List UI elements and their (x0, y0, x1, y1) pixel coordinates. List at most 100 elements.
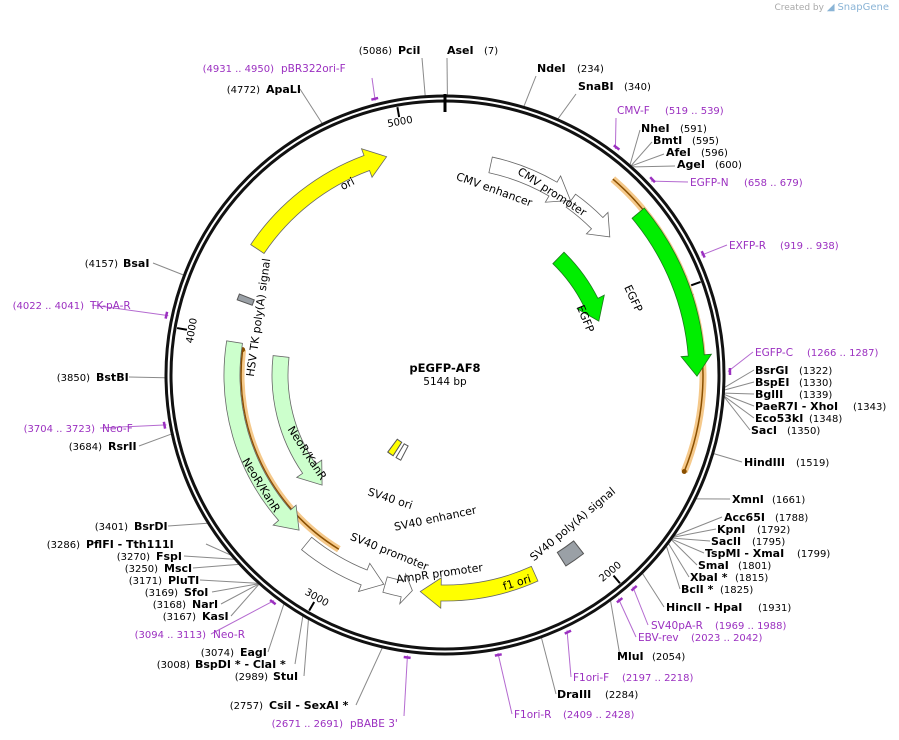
enzyme-leader-tspmi-xmai (671, 538, 705, 554)
feature-f1-ori-6[interactable] (419, 565, 539, 609)
primer-mark-ebv-rev (616, 597, 624, 604)
enzyme-leader-paer7i-xhoi (724, 394, 755, 407)
enzyme-leader-nari (220, 583, 259, 605)
enzyme-name-bstbi: BstBI (96, 371, 129, 384)
orf-tip-0 (681, 469, 687, 475)
enzyme-pos-rsrii: (3684) (69, 442, 102, 453)
enzyme-pos-sacii: (1795) (752, 537, 785, 548)
primer-name-pbr322ori-f: pBR322ori-F (281, 63, 346, 75)
enzyme-name-sfoi: SfoI (184, 586, 208, 599)
enzyme-name-bsai: BsaI (123, 257, 149, 270)
enzyme-leader-bstbi (128, 376, 166, 379)
enzyme-leader-agei (632, 165, 676, 168)
enzyme-name-draiii: DraIII (557, 688, 591, 701)
enzyme-leader-afei (631, 153, 665, 167)
enzyme-leader-rsrii (138, 433, 172, 447)
primer-mark-pbabe-3 (403, 655, 411, 660)
enzyme-name-ndei: NdeI (537, 62, 566, 75)
tick-label-4000: 4000 (185, 317, 200, 344)
feature-label-cmv-promoter: CMV promoter (515, 165, 589, 219)
enzyme-leader-pcii (421, 57, 426, 96)
primer-mark-cmv-f (613, 144, 621, 151)
feature-sv40-poly-a-signal-5[interactable] (556, 540, 585, 567)
feature-label-f1-ori: f1 ori (501, 572, 532, 593)
enzyme-leader-snabi (557, 93, 577, 120)
enzyme-pos-pluti: (3171) (129, 576, 162, 587)
enzyme-pos-fspi: (3270) (117, 552, 150, 563)
plasmid-name: pEGFP-AF8 (409, 361, 480, 375)
feature-cmv-promoter-2[interactable] (565, 193, 611, 238)
primer-leader-f1ori-r (497, 652, 513, 715)
feature-sv40-ori-9[interactable] (387, 438, 403, 457)
enzyme-pos-pflfi-tth111i: (3286) (47, 540, 80, 551)
enzyme-leader-bcli (666, 546, 681, 590)
enzyme-name-bglii: BglII (755, 388, 783, 401)
feature-cmv-enhancer-1[interactable] (488, 156, 572, 203)
enzyme-name-pflfi-tth111i: PflFI - Tth111I (86, 538, 174, 551)
enzyme-name-bsrdi: BsrDI (134, 520, 168, 533)
enzyme-pos-asei: (7) (484, 46, 498, 57)
enzyme-leader-bsai (152, 262, 184, 276)
enzyme-name-xmni: XmnI (732, 493, 764, 506)
feature-egfp-3[interactable] (631, 207, 713, 377)
primer-pos-neo-f: (3704 .. 3723) (24, 424, 96, 435)
feature-label-hsv-tk-polya: HSV TK poly(A) signal (244, 258, 273, 378)
primer-leader-exfp-r (701, 244, 728, 256)
feature-ampr-promoter-7[interactable] (382, 572, 413, 606)
primer-mark-neo-r (269, 599, 277, 606)
tick-label-2000: 2000 (597, 560, 624, 585)
enzyme-leader-eagi (267, 603, 285, 653)
enzyme-name-stui: StuI (273, 670, 298, 683)
enzyme-name-saci: SacI (751, 424, 777, 437)
enzyme-pos-nhei: (591) (680, 124, 707, 135)
feature-neor-kanr-12[interactable] (271, 355, 323, 486)
primer-pos-egfp-c: (1266 .. 1287) (807, 348, 879, 359)
tick-4000 (176, 327, 188, 331)
feature-hsv-tk-poly-a-signal-13[interactable] (236, 293, 255, 306)
enzyme-name-eagi: EagI (240, 646, 267, 659)
primer-pos-cmv-f: (519 .. 539) (665, 106, 724, 117)
enzyme-name-nhei: NheI (641, 122, 670, 135)
tick-2000 (612, 574, 621, 584)
enzyme-leader-draiii (540, 637, 557, 695)
enzyme-pos-bstbi: (3850) (57, 373, 90, 384)
enzyme-name-hindiii: HindIII (744, 456, 785, 469)
tick-1000 (690, 280, 701, 287)
primer-leader-cmv-f (614, 117, 617, 150)
enzyme-leader-bsrdi (167, 522, 208, 527)
enzyme-pos-paer7i-xhoi: (1343) (853, 402, 886, 413)
site-labels: (5086) PciI AseI (7) NdeI (234) SnaBI (3… (13, 44, 887, 730)
feature-egfp-4[interactable] (552, 251, 605, 322)
enzyme-name-eco53ki: Eco53kI (755, 412, 803, 425)
primer-leader-pbabe-3 (403, 655, 408, 717)
enzyme-name-kasi: KasI (202, 610, 229, 623)
feature-arrows (223, 148, 713, 609)
feature-ori-0[interactable] (250, 148, 388, 255)
enzyme-leader-eco53ki (723, 395, 755, 419)
snapgene-logo-icon: ◢ (826, 2, 835, 13)
feature-sv40-promoter-8[interactable] (300, 536, 385, 593)
primer-leader-egfp-n (651, 180, 689, 183)
enzyme-pos-hincii-hpai: (1931) (758, 603, 791, 614)
tick-5000 (396, 107, 401, 118)
enzyme-name-bmti: BmtI (653, 134, 682, 147)
enzyme-name-snabi: SnaBI (578, 80, 614, 93)
primer-leader-pbr322ori-f (371, 77, 376, 101)
enzyme-pos-nari: (3168) (153, 600, 186, 611)
primer-mark-sv40pa-r (630, 584, 638, 592)
enzyme-name-paer7i-xhoi: PaeR7I - XhoI (755, 400, 838, 413)
enzyme-name-mlui: MluI (617, 650, 644, 663)
enzyme-pos-bsrdi: (3401) (95, 522, 128, 533)
primer-leader-egfp-c (727, 351, 754, 372)
tick-label-5000: 5000 (387, 115, 414, 130)
enzyme-leader-acc65i (673, 516, 723, 537)
enzyme-name-kpni: KpnI (717, 523, 745, 536)
enzyme-leader-stui (303, 619, 309, 677)
feature-neor-kanr-11[interactable] (223, 340, 300, 531)
feature-sv40-enhancer-10[interactable] (395, 443, 409, 461)
enzyme-leader-mlui (610, 600, 621, 657)
map-center-label: pEGFP-AF8 5144 bp (409, 361, 480, 388)
enzyme-leader-csii-sexai (355, 647, 383, 706)
enzyme-leader-msci (192, 563, 239, 569)
enzyme-leader-bsrgi (724, 369, 755, 388)
